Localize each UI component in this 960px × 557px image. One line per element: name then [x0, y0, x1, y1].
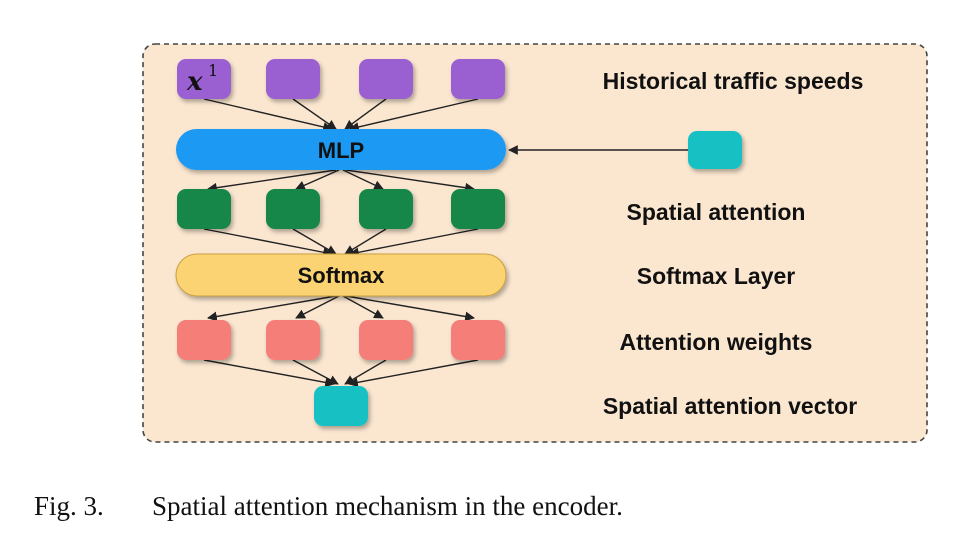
spatial-attention-node-3	[359, 189, 413, 229]
label-softmax-layer: Softmax Layer	[637, 263, 796, 289]
input-nodes	[177, 59, 505, 99]
arrow-w4-to-output	[348, 359, 479, 388]
label-spatial-attention-vector: Spatial attention vector	[603, 393, 857, 419]
arrow-softmax-to-w4	[345, 295, 475, 322]
spatial-attention-node-2	[266, 189, 320, 229]
context-node	[688, 131, 742, 169]
arrow-w1-to-output	[203, 359, 335, 388]
arrow-mlp-to-att3	[342, 169, 384, 190]
arrow-mlp-to-att4	[345, 169, 475, 193]
arrow-att4-to-softmax	[349, 228, 479, 258]
arrow-mlp-to-att2	[295, 169, 340, 190]
label-spatial-attention: Spatial attention	[627, 199, 806, 225]
attention-weight-node-4	[451, 320, 505, 360]
mlp-bar	[176, 129, 506, 170]
arrow-mlp-to-att1	[207, 169, 337, 193]
arrow-softmax-to-w2	[295, 295, 340, 319]
diagram-panel	[142, 43, 928, 443]
caption-fig-number: Fig. 3.	[34, 491, 104, 521]
caption-text: Spatial attention mechanism in the encod…	[152, 491, 623, 521]
spatial-attention-node-4	[451, 189, 505, 229]
input-math-label: x	[186, 67, 203, 97]
arrow-softmax-to-w3	[342, 295, 384, 319]
mlp-label: MLP	[318, 138, 364, 163]
input-node-3	[359, 59, 413, 99]
label-attention-weights: Attention weights	[620, 329, 813, 355]
input-math-superscript: 1	[208, 61, 218, 80]
arrow-input2-to-mlp	[292, 98, 337, 130]
spatial-attention-nodes	[177, 189, 505, 229]
attention-weight-node-2	[266, 320, 320, 360]
input-node-4	[451, 59, 505, 99]
label-historical-traffic-speeds: Historical traffic speeds	[603, 68, 864, 94]
attention-weight-nodes	[177, 320, 505, 360]
spatial-attention-vector-node	[314, 386, 368, 426]
input-node-1	[177, 59, 231, 99]
input-node-2	[266, 59, 320, 99]
arrow-w2-to-output	[292, 359, 339, 385]
attention-weight-node-3	[359, 320, 413, 360]
arrow-att2-to-softmax	[292, 228, 337, 255]
attention-weight-node-1	[177, 320, 231, 360]
softmax-label: Softmax	[298, 263, 386, 288]
arrow-input1-to-mlp	[203, 98, 333, 132]
arrows	[203, 98, 688, 388]
spatial-attention-node-1	[177, 189, 231, 229]
arrow-input4-to-mlp	[349, 98, 479, 132]
arrow-softmax-to-w1	[207, 295, 337, 322]
arrow-att1-to-softmax	[203, 228, 333, 258]
softmax-bar	[175, 253, 507, 297]
